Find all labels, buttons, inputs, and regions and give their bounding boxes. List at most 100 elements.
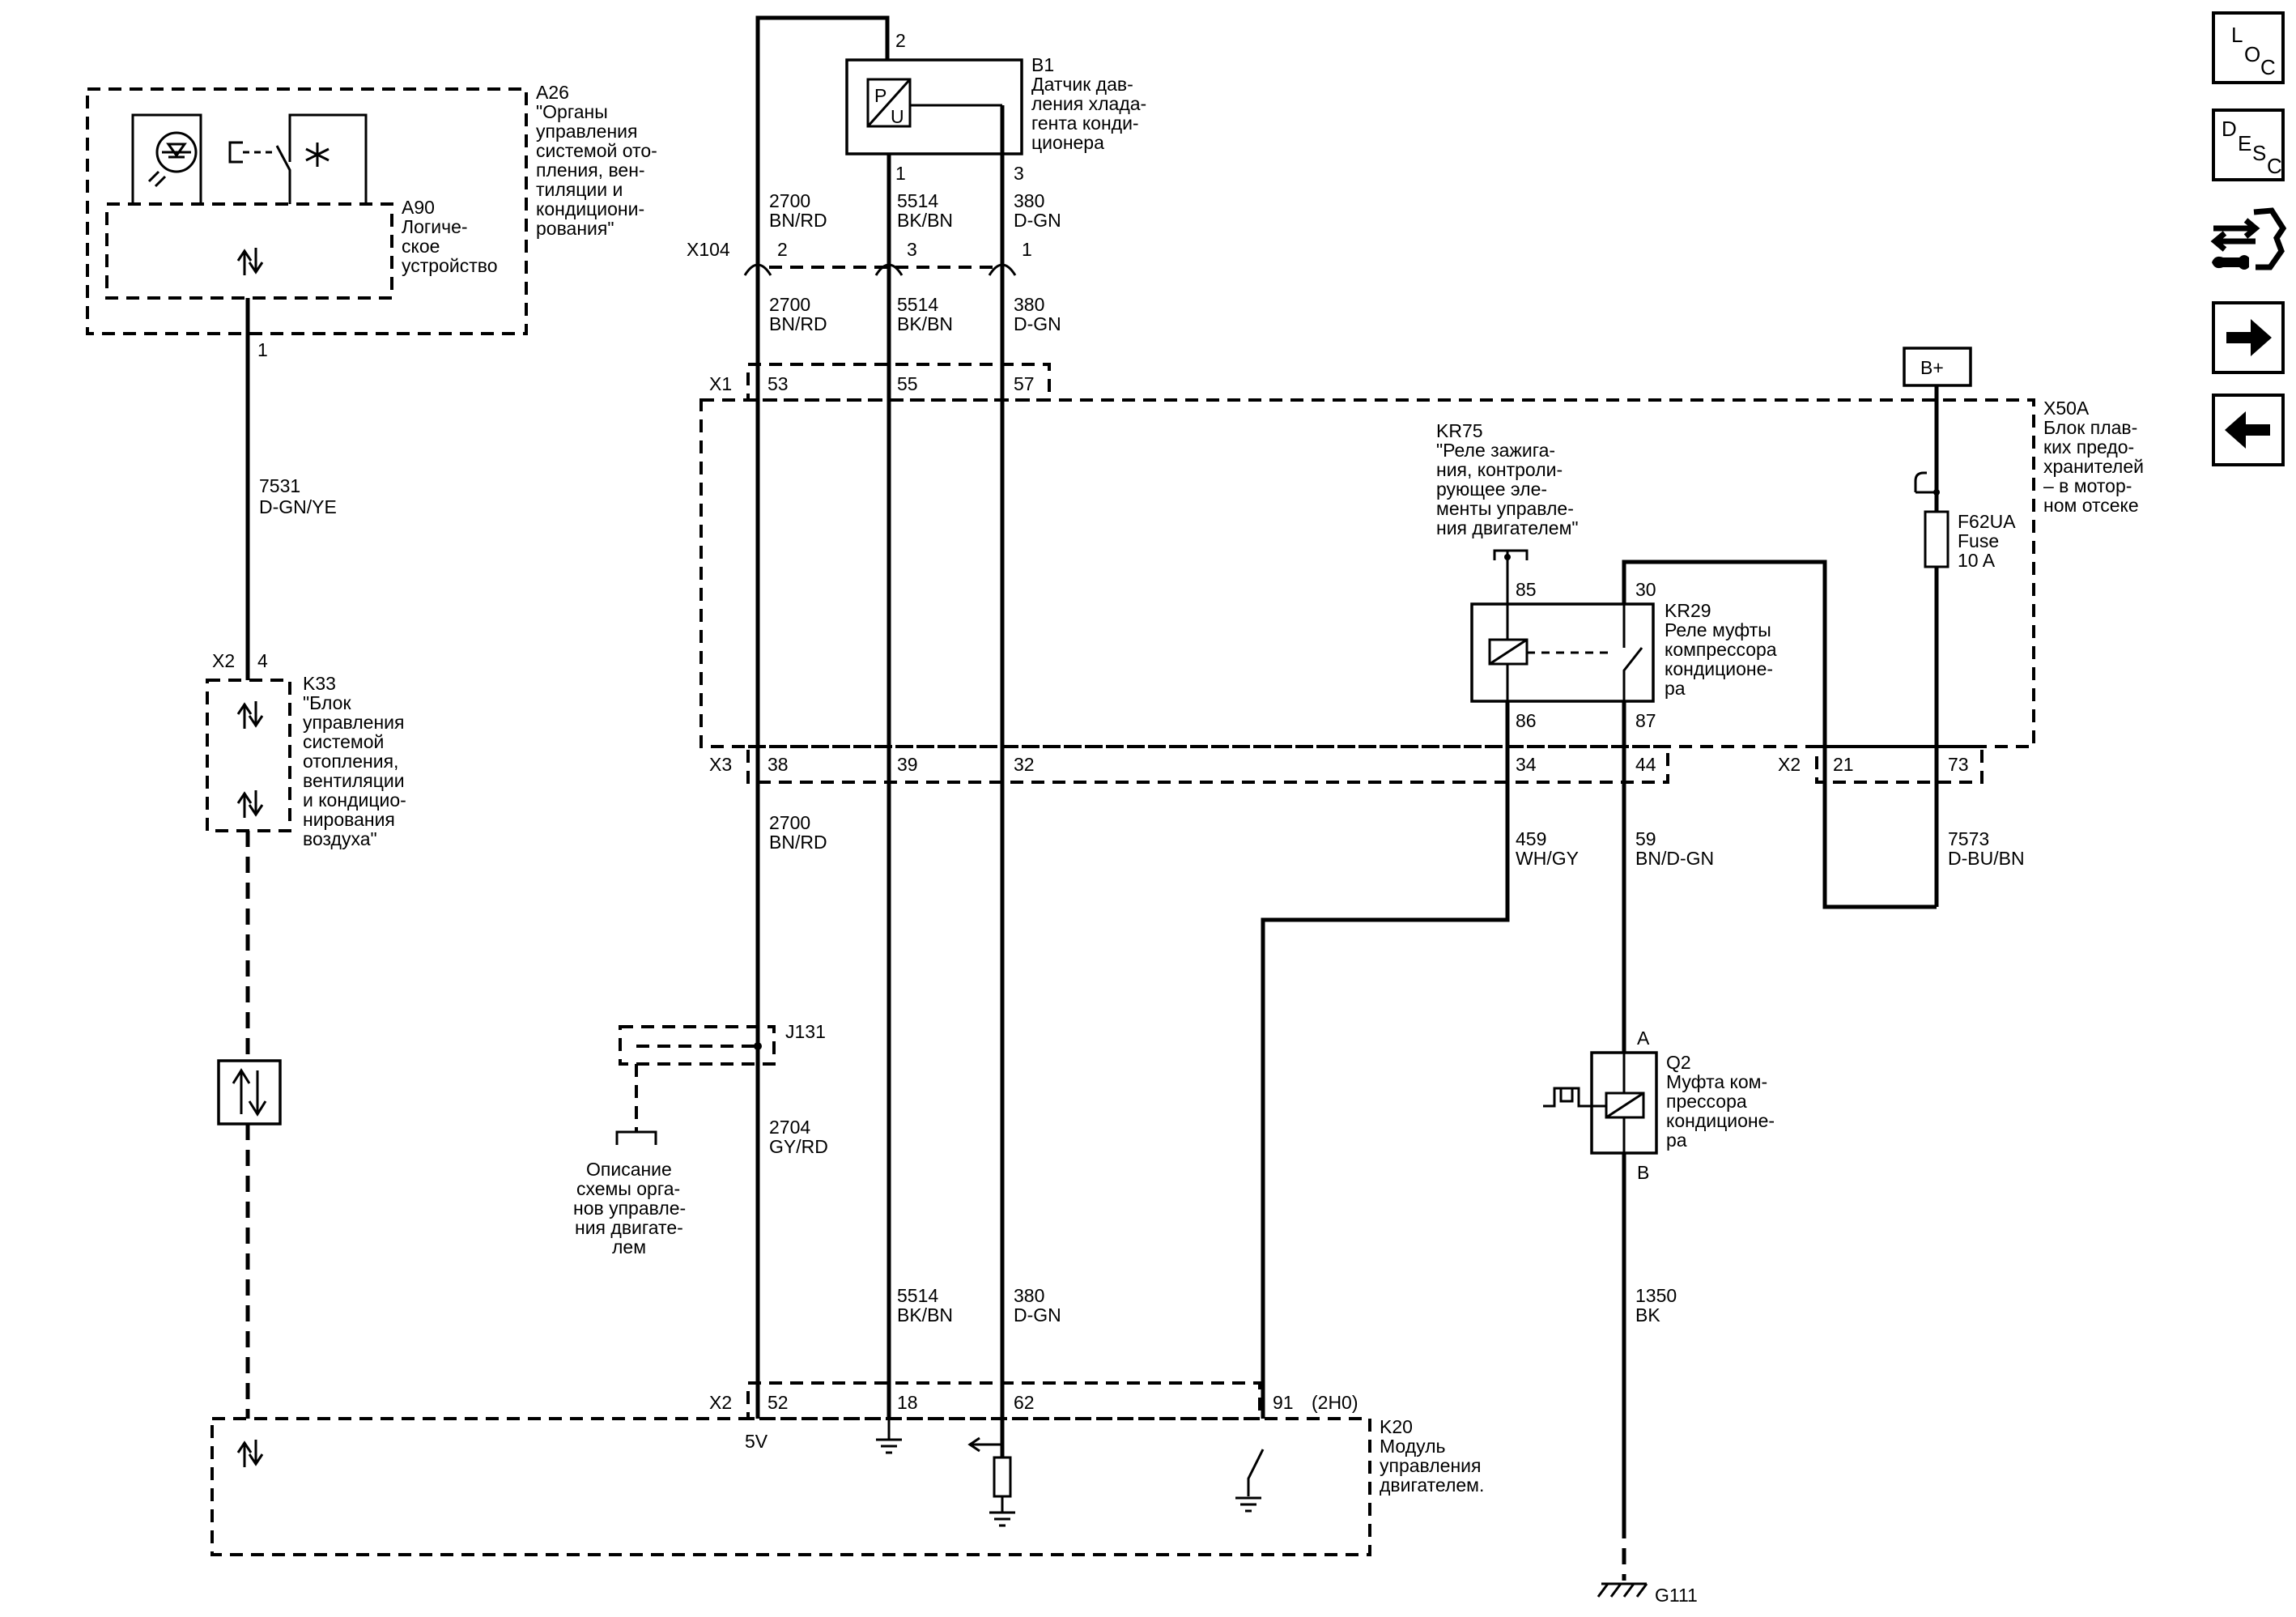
svg-text:управления: управления: [536, 121, 637, 142]
x2-pin-73: 73: [1948, 754, 1969, 775]
wire-459-number: 459: [1516, 828, 1546, 849]
svg-text:ких предо-: ких предо-: [2043, 436, 2134, 457]
svg-text:системой: системой: [303, 731, 384, 752]
next-page-button[interactable]: [2212, 301, 2285, 374]
ground-g111-label: G111: [1655, 1585, 1698, 1606]
svg-text:"Блок: "Блок: [303, 692, 351, 713]
q2-label: Q2 Муфта ком- прессора кондиционе- ра: [1666, 1052, 1775, 1151]
x104-pin-1: 1: [1022, 239, 1032, 260]
x3-pin-44: 44: [1635, 754, 1656, 775]
x1-pin-57: 57: [1014, 373, 1035, 394]
fuse-f62ua-ref: F62UA: [1958, 511, 2016, 532]
svg-text:схемы орга-: схемы орга-: [576, 1178, 680, 1199]
svg-text:устройство: устройство: [402, 255, 498, 276]
k33-label: K33 "Блок управления системой отопления,…: [303, 673, 406, 849]
q2-pin-b: B: [1637, 1162, 1649, 1183]
svg-text:нирования: нирования: [303, 809, 395, 830]
svg-text:K33: K33: [303, 673, 336, 694]
a90-pin-label: 1: [257, 339, 268, 360]
kr29-pin-87: 87: [1635, 710, 1656, 731]
wire-2700-a-color: BN/RD: [769, 210, 827, 231]
wire-2700-c-color: BN/RD: [769, 832, 827, 853]
x2-ecm-pin-52: 52: [767, 1392, 789, 1413]
kr75-connector-symbol: [1493, 549, 1529, 604]
ecm-5v-label: 5V: [745, 1431, 768, 1452]
svg-text:ра: ра: [1665, 678, 1686, 699]
wire-7531-number: 7531: [259, 475, 300, 496]
loc-letter-o: O: [2244, 42, 2261, 66]
b1-symbol-p: P: [874, 85, 887, 106]
previous-page-button[interactable]: [2212, 394, 2285, 466]
q2-compressor-clutch: [1543, 1051, 1658, 1155]
svg-text:A26: A26: [536, 82, 569, 103]
svg-text:ра: ра: [1666, 1130, 1687, 1151]
svg-text:ния, контроли-: ния, контроли-: [1436, 459, 1563, 480]
x2-fuse-block-label: X2: [1778, 754, 1801, 775]
wire-5514-b-color: BK/BN: [897, 313, 953, 334]
svg-text:– в мотор-: – в мотор-: [2043, 475, 2132, 496]
k33-module: [206, 679, 291, 832]
svg-text:системой ото-: системой ото-: [536, 140, 657, 161]
svg-text:хранителей: хранителей: [2043, 456, 2144, 477]
wire-380-c-color: D-GN: [1014, 1304, 1061, 1326]
x2-ecm-pin-62: 62: [1014, 1392, 1035, 1413]
b1-pin-2: 2: [895, 30, 906, 51]
a26-label: A26 "Органы управления системой ото- пле…: [536, 82, 657, 239]
wire-7573-number: 7573: [1948, 828, 1989, 849]
svg-text:Муфта ком-: Муфта ком-: [1666, 1071, 1767, 1092]
svg-text:ния двигателем": ния двигателем": [1436, 517, 1579, 538]
x3-pin-32: 32: [1014, 754, 1035, 775]
svg-text:лем: лем: [612, 1236, 646, 1257]
wire-459-color: WH/GY: [1516, 848, 1579, 869]
relay-30-feed-wire: [1622, 560, 1937, 909]
desc-letter-s: S: [2252, 141, 2267, 165]
x1-pin-53: 53: [767, 373, 789, 394]
svg-text:KR75: KR75: [1436, 420, 1483, 441]
ecm-serial-data-arrows: [236, 1440, 264, 1467]
kr29-pin-30: 30: [1635, 579, 1656, 600]
fuse-f62ua: [1914, 471, 1949, 568]
wire-1350-number: 1350: [1635, 1285, 1677, 1306]
q2-pin-a: A: [1637, 1028, 1650, 1049]
connector-repair-button[interactable]: [2207, 204, 2291, 282]
x3-pin-38: 38: [767, 754, 789, 775]
a26-module: [86, 87, 528, 335]
svg-text:двигателем.: двигателем.: [1380, 1474, 1484, 1496]
x2-ecm-label: X2: [709, 1392, 732, 1413]
arrow-left-icon: [2225, 411, 2270, 449]
x2-ecm-note: (2H0): [1312, 1392, 1358, 1413]
svg-text:ния двигате-: ния двигате-: [575, 1217, 683, 1238]
x3-pin-39: 39: [897, 754, 918, 775]
k20-ecm-module: [210, 1417, 1371, 1556]
svg-text:и кондицио-: и кондицио-: [303, 789, 406, 811]
x1-label: X1: [709, 373, 732, 394]
svg-text:ления хлада-: ления хлада-: [1031, 93, 1146, 114]
loc-letter-l: L: [2231, 23, 2243, 47]
svg-text:кондициони-: кондициони-: [536, 198, 644, 219]
x2-pin-21: 21: [1833, 754, 1854, 775]
location-button[interactable]: L O C: [2212, 11, 2285, 84]
wire-5514-a-number: 5514: [897, 190, 938, 211]
b1-symbol-u: U: [891, 106, 904, 127]
wire-59-number: 59: [1635, 828, 1656, 849]
x2-ecm-pin-18: 18: [897, 1392, 918, 1413]
x2-fuse-block-connector: [1815, 745, 1983, 784]
description-button[interactable]: D E S C: [2212, 109, 2285, 181]
x50a-fuse-block: [699, 398, 2035, 748]
connector-repair-icon: [2210, 207, 2287, 270]
wire-380-c-number: 380: [1014, 1285, 1044, 1306]
svg-text:K20: K20: [1380, 1416, 1413, 1437]
svg-text:компрессора: компрессора: [1665, 639, 1777, 660]
kr29-pin-85: 85: [1516, 579, 1537, 600]
k20-label: K20 Модуль управления двигателем.: [1380, 1416, 1484, 1496]
fuse-f62ua-rating: 10 A: [1958, 550, 1996, 571]
svg-text:тиляции и: тиляции и: [536, 179, 623, 200]
fuse-f62ua-type: Fuse: [1958, 530, 1999, 551]
wire-2700-b-color: BN/RD: [769, 313, 827, 334]
x3-label: X3: [709, 754, 732, 775]
b1-pin-3: 3: [1014, 163, 1024, 184]
wire-459-circuit: [1261, 701, 1510, 1419]
k33-connector-label: X2: [212, 650, 235, 671]
wire-7531-color: D-GN/YE: [259, 496, 337, 517]
arrow-right-icon: [2226, 319, 2272, 356]
